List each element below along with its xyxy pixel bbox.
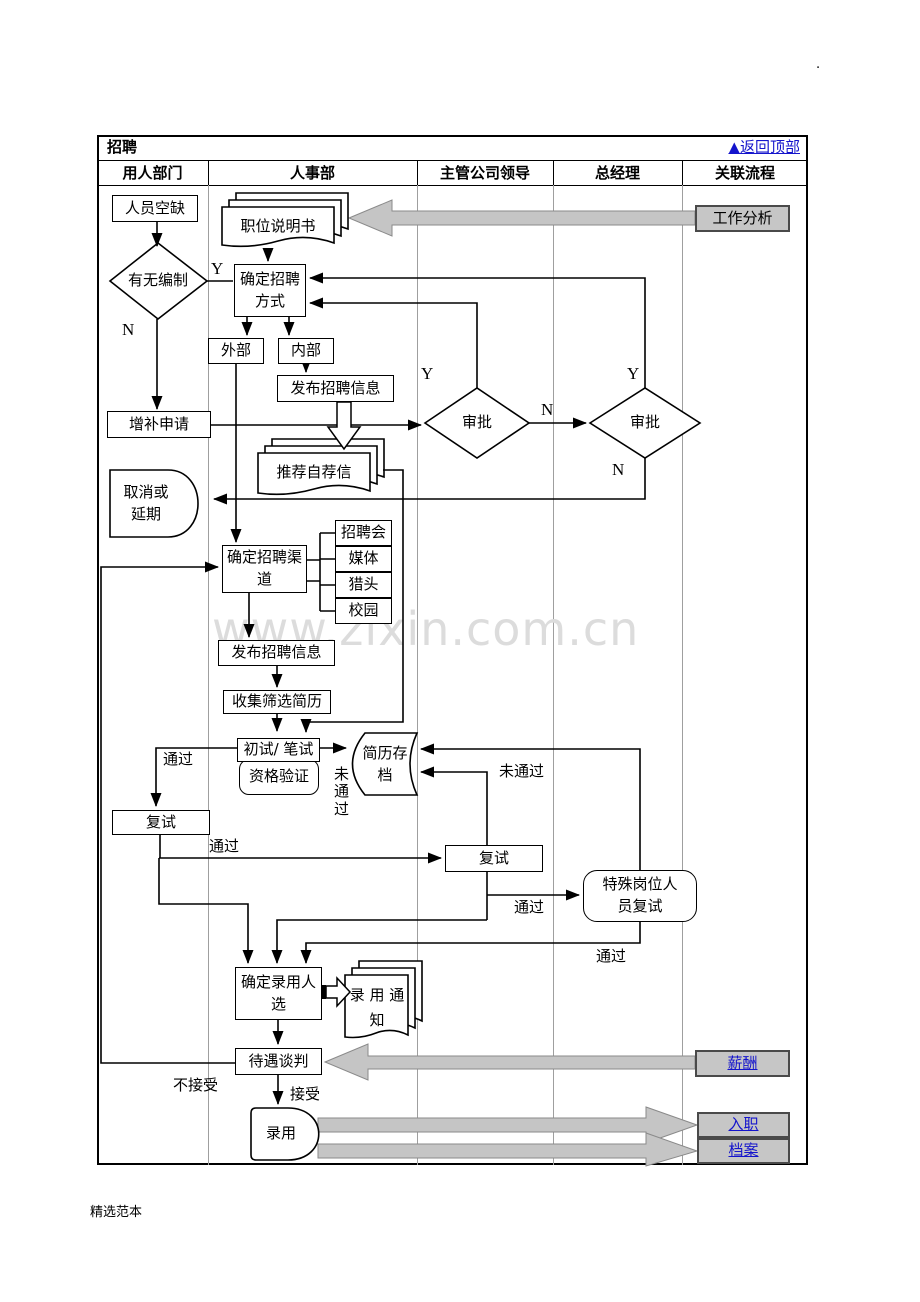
node-channel-media: 媒体: [335, 546, 392, 572]
recommendation-letter-docs: [257, 438, 385, 496]
cancel-or-delay-label: 取消或延期: [123, 483, 169, 523]
approve-2-diamond: [588, 387, 702, 459]
node-confirm-candidates: 确定录用人选: [235, 967, 322, 1020]
connector-lines: [100, 222, 646, 1105]
approve-2-label: 审批: [629, 413, 660, 432]
column-header-hr-dept: 人事部: [289, 164, 335, 182]
node-special-retest: 特殊岗位人员复试: [583, 870, 697, 922]
position-description-docs: [221, 192, 349, 248]
salary-link-text[interactable]: 薪酬: [727, 1053, 758, 1072]
hire-shape: [250, 1107, 320, 1161]
related-salary-link[interactable]: 薪酬: [695, 1050, 790, 1077]
node-first-test: 初试/ 笔试: [237, 738, 320, 762]
node-salary-negotiation: 待遇谈判: [235, 1048, 322, 1075]
node-channel-campus: 校园: [335, 598, 392, 624]
label-fail-2: 未通过: [499, 762, 545, 780]
node-external: 外部: [208, 338, 264, 364]
title-row-divider: [97, 160, 808, 161]
node-publish-info-2: 发布招聘信息: [218, 640, 335, 666]
column-header-related-process: 关联流程: [714, 164, 775, 182]
arrow-to-recommendation: [326, 401, 362, 451]
column-header-hiring-dept: 用人部门: [122, 164, 183, 182]
node-qualification-check: 资格验证: [239, 759, 319, 795]
node-staff-vacancy: 人员空缺: [112, 195, 198, 222]
col-divider-body: [682, 185, 683, 1165]
offer-notice-docs: [344, 960, 423, 1039]
node-internal: 内部: [278, 338, 334, 364]
label-n-headcount: N: [122, 320, 135, 339]
col-divider-body: [417, 185, 418, 1165]
label-pass-2: 通过: [209, 837, 240, 855]
node-retest-2: 复试: [445, 845, 543, 872]
col-divider-body: [208, 185, 209, 1165]
col-divider: [553, 160, 554, 185]
stray-period: .: [816, 57, 821, 72]
label-y-approve-2: Y: [627, 364, 640, 383]
node-retest-1: 复试: [112, 810, 210, 835]
node-channel-headhunter: 猎头: [335, 572, 392, 598]
hire-label: 录用: [265, 1124, 296, 1143]
label-y-approve-1: Y: [421, 364, 434, 383]
node-determine-channel: 确定招聘渠道: [222, 545, 307, 593]
resume-archive-shape: [351, 732, 419, 796]
position-desc-label: 职位说明书: [240, 217, 316, 236]
offer-notice-label: 录 用 通 知: [349, 985, 405, 1030]
approve-1-label: 审批: [461, 413, 492, 432]
label-accept: 接受: [290, 1085, 321, 1103]
label-fail-1: 未通过: [333, 765, 349, 818]
node-publish-info-1: 发布招聘信息: [277, 375, 394, 402]
arrow-work-analysis: [347, 199, 696, 237]
col-divider: [682, 160, 683, 185]
notice-connector-bar: [321, 985, 326, 999]
related-onboarding-link[interactable]: 入职: [697, 1112, 790, 1138]
onboarding-link-text[interactable]: 入职: [728, 1115, 759, 1134]
arrow-archive: [317, 1132, 699, 1167]
cancel-or-delay-shape: [109, 469, 199, 538]
resume-archive-label: 简历存档: [362, 744, 408, 784]
archive-link-text[interactable]: 档案: [728, 1141, 759, 1160]
arrow-onboarding: [317, 1106, 699, 1144]
column-header-company-leader: 主管公司领导: [439, 164, 530, 182]
footer-text: 精选范本: [90, 1205, 143, 1220]
arrow-to-offer-notice: [325, 976, 352, 1008]
col-divider: [417, 160, 418, 185]
label-pass-1: 通过: [163, 750, 194, 768]
recommendation-label: 推荐自荐信: [276, 463, 352, 482]
header-row-divider: [97, 185, 808, 186]
label-pass-3: 通过: [514, 898, 545, 916]
related-archive-link[interactable]: 档案: [697, 1138, 790, 1164]
node-collect-resumes: 收集筛选简历: [223, 690, 331, 714]
label-n-approve-1: N: [541, 400, 554, 419]
column-header-general-manager: 总经理: [594, 164, 640, 182]
hollow-arrows: [321, 401, 362, 1008]
label-reject: 不接受: [173, 1076, 219, 1094]
arrow-salary: [323, 1043, 696, 1081]
col-divider-body: [553, 185, 554, 1165]
node-determine-method: 确定招聘方式: [234, 264, 306, 317]
col-divider: [208, 160, 209, 185]
node-supplement-request: 增补申请: [107, 411, 211, 438]
related-work-analysis: 工作分析: [695, 205, 790, 232]
swimlane-table-border: [97, 135, 808, 1165]
label-y-headcount: Y: [211, 259, 224, 278]
label-n-approve-2: N: [612, 460, 625, 479]
back-to-top-link[interactable]: ▲返回顶部: [728, 138, 800, 156]
label-pass-4: 通过: [596, 947, 627, 965]
node-channel-job-fair: 招聘会: [335, 520, 392, 546]
page-title: 招聘: [107, 138, 138, 156]
has-headcount-label: 有无编制: [127, 271, 188, 290]
flow-shapes: [108, 192, 702, 1161]
